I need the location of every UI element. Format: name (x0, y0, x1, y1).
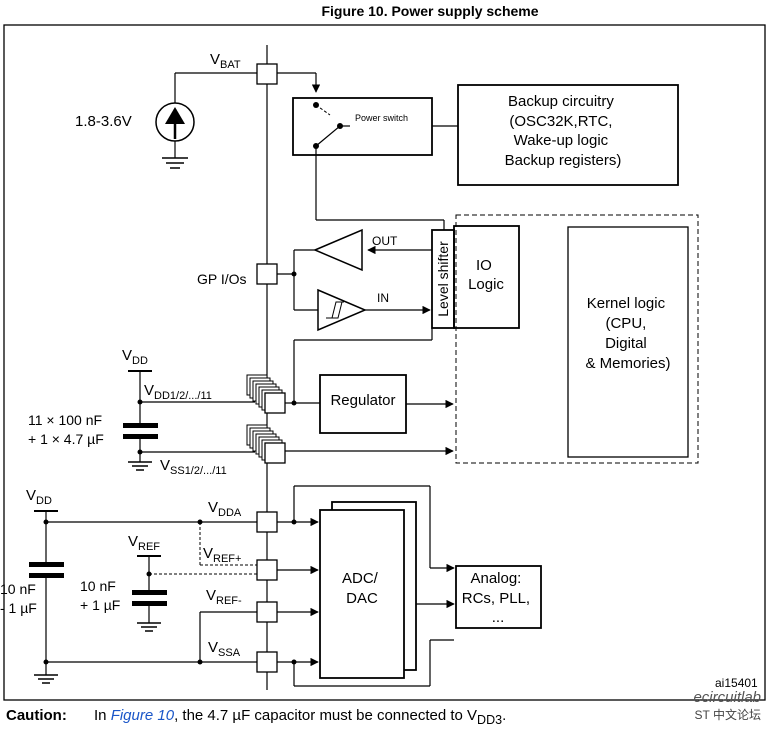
kernel-domain-dashed (455, 214, 699, 464)
vdda-capacitor (29, 562, 64, 578)
power-switch-contacts (313, 102, 350, 149)
vbat-pin (256, 63, 278, 85)
vdd-pins-label: VDD1/2/.../11 (144, 382, 212, 402)
power-switch-label: Power switch (355, 113, 408, 123)
vdd-caps-label: 11 × 100 nF + 1 × 4.7 µF (28, 412, 106, 447)
level-shifter-label: Level shifter (435, 241, 451, 317)
gpio-label: GP I/Os (197, 271, 247, 287)
vref-minus-pin (256, 601, 278, 623)
figure-title: Figure 10. Power supply scheme (321, 3, 538, 19)
io-logic-text: IO Logic (468, 257, 504, 293)
vref-plus-label: VREF+ (203, 545, 241, 565)
vdd-pin-stack (246, 374, 286, 414)
io-logic-box (453, 225, 520, 329)
watermark-brand: ecircuitlab (693, 689, 761, 706)
ground-symbol-analog (34, 674, 58, 684)
vref-plus-pin (256, 559, 278, 581)
backup-circuitry-text: Backup circuitry (OSC32K,RTC, Wake-up lo… (505, 93, 622, 169)
diagram-frame (3, 24, 766, 701)
backup-circuitry-box (457, 84, 679, 186)
kernel-logic-box (567, 226, 689, 458)
input-buffer (317, 288, 367, 332)
watermark: ecircuitlab ST 中文论坛 (693, 683, 761, 723)
kernel-logic-text: Kernel logic (CPU, Digital & Memories) (585, 295, 670, 372)
vssa-label: VSSA (208, 639, 241, 659)
adc-dac-label: ADC/ DAC (342, 570, 382, 607)
figure-link[interactable]: Figure 10 (110, 707, 175, 724)
vdda-label: VDDA (208, 499, 242, 519)
watermark-site: ST 中文论坛 (694, 708, 761, 722)
vdd-bottom-label: VDD (26, 487, 52, 507)
vref-minus-label: VREF- (206, 587, 242, 607)
vref-label: VREF (128, 533, 160, 553)
analog-text: Analog: RCs, PLL, ... (462, 570, 535, 626)
in-label: IN (377, 291, 389, 305)
output-buffer (313, 228, 363, 272)
vdd-top-label: VDD (122, 347, 148, 367)
vdd-decoupling-capacitor (123, 423, 158, 439)
vss-pin-stack (246, 424, 286, 464)
caution-label: Caution: (6, 707, 67, 724)
vdda-caps-label: 10 nF - 1 µF (0, 581, 40, 616)
vss-pins-label: VSS1/2/.../11 (160, 457, 227, 477)
vbat-label: VBAT (210, 51, 241, 71)
caution-caption: Caution:In Figure 10, the 4.7 µF capacit… (6, 707, 507, 727)
ground-symbol-vref (137, 622, 161, 632)
battery-range-label: 1.8-3.6V (75, 113, 132, 130)
gpio-pin (256, 263, 278, 285)
regulator-label: Regulator (330, 392, 395, 409)
analog-box (455, 565, 542, 629)
out-label: OUT (372, 234, 398, 248)
adc-dac-box (319, 509, 405, 679)
vssa-pin (256, 651, 278, 673)
ground-symbol-vss (128, 461, 152, 471)
vref-capacitor (132, 590, 167, 606)
battery-source (155, 72, 258, 169)
figure-ref-id: ai15401 (715, 676, 758, 690)
vref-caps-label: 10 nF + 1 µF (80, 578, 120, 613)
vdda-pin (256, 511, 278, 533)
